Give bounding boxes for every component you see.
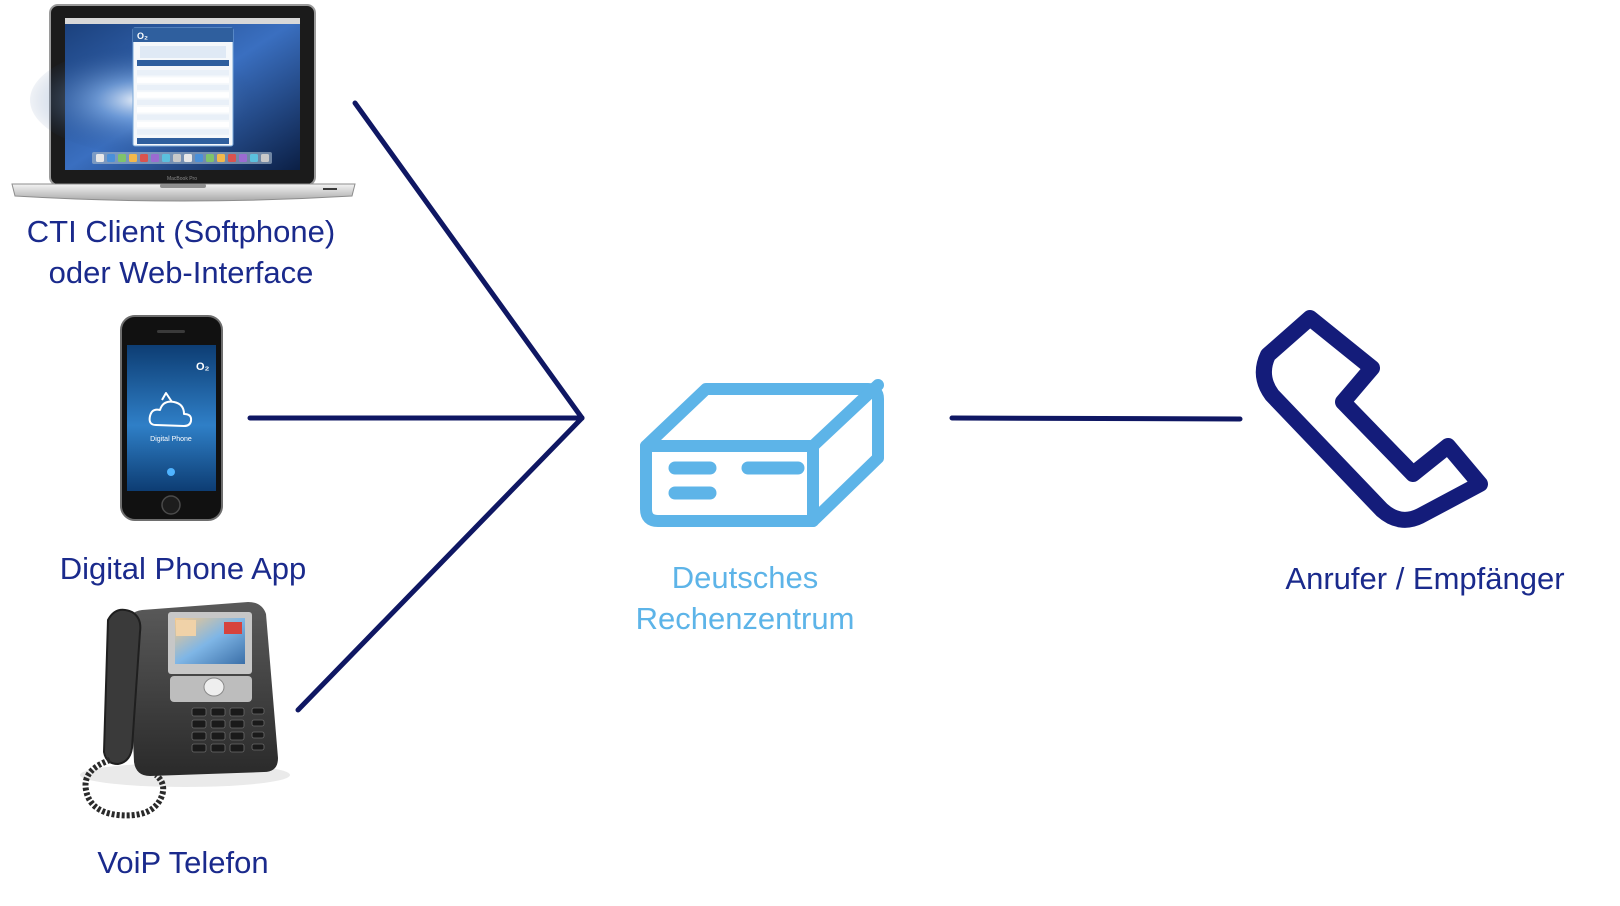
dock-app-icon: [184, 154, 192, 162]
dock-app-icon: [118, 154, 126, 162]
connector-lines: [247, 100, 1243, 713]
laptop-brand: MacBook Pro: [167, 176, 197, 182]
cti-list-row: [137, 99, 229, 106]
connector-voip: [295, 415, 585, 713]
voip-label-text: VoiP Telefon: [97, 845, 269, 880]
dock-app-icon: [173, 154, 181, 162]
server-icon: [640, 379, 884, 527]
cti-list-row: [137, 92, 229, 98]
cti-list-row: [137, 107, 229, 113]
caller-label-text: Anrufer / Empfänger: [1285, 561, 1565, 596]
dock-app-icon: [96, 154, 104, 162]
keypad: [191, 707, 265, 753]
dock-icons: [96, 154, 269, 162]
keypad-key: [210, 719, 226, 729]
function-key: [251, 731, 265, 739]
dock-app-icon: [151, 154, 159, 162]
keypad-key: [210, 743, 226, 753]
datacenter-label: Deutsches Rechenzentrum: [595, 557, 895, 639]
caller-label: Anrufer / Empfänger: [1230, 558, 1620, 599]
phone-app-label: Digital Phone App: [0, 548, 366, 589]
laptop-label-line2: oder Web-Interface: [48, 255, 314, 290]
connector-datacenter-caller: [949, 415, 1243, 422]
dock-app-icon: [250, 154, 258, 162]
voip-label: VoiP Telefon: [0, 842, 366, 883]
keypad-key: [210, 731, 226, 741]
dock-app-icon: [261, 154, 269, 162]
keypad-key: [191, 719, 207, 729]
dock-app-icon: [107, 154, 115, 162]
dock-app-icon: [162, 154, 170, 162]
keypad-key: [191, 707, 207, 717]
dock-app-icon: [195, 154, 203, 162]
function-key: [251, 719, 265, 727]
laptop-o2-logo: O₂: [137, 31, 148, 41]
desk-phone-icon: [80, 602, 290, 819]
cloud-phone-icon: [148, 392, 193, 427]
cti-app-window: O₂: [132, 27, 234, 147]
datacenter-label-line1: Deutsches: [671, 560, 819, 595]
dock-app-icon: [228, 154, 236, 162]
cti-list-row: [137, 114, 229, 120]
cti-list-row: [137, 77, 229, 83]
cti-list-row: [137, 84, 229, 91]
connector-laptop: [352, 100, 585, 421]
phone-handset-icon: [1255, 310, 1488, 528]
dock-app-icon: [217, 154, 225, 162]
function-key: [251, 743, 265, 751]
laptop-label: CTI Client (Softphone) oder Web-Interfac…: [0, 211, 362, 293]
phone-app-caption: Digital Phone: [150, 436, 192, 443]
datacenter-label-line2: Rechenzentrum: [635, 601, 855, 636]
phone-app-label-text: Digital Phone App: [59, 551, 307, 586]
cti-list-row: [137, 121, 229, 128]
cti-list-row: [137, 70, 229, 76]
laptop-icon: O₂ MacBook Pro: [11, 4, 356, 202]
laptop-label-line1: CTI Client (Softphone): [26, 214, 336, 249]
keypad-key: [191, 731, 207, 741]
keypad-key: [191, 743, 207, 753]
smartphone-icon: O₂ Digital Phone: [120, 315, 223, 521]
dock-app-icon: [140, 154, 148, 162]
dock-app-icon: [239, 154, 247, 162]
function-key: [251, 707, 265, 715]
dock-app-icon: [206, 154, 214, 162]
dock-app-icon: [129, 154, 137, 162]
cti-list-row: [137, 129, 229, 135]
phone-o2-logo: O₂: [196, 361, 210, 373]
cti-list: [137, 70, 229, 135]
keypad-key: [229, 743, 245, 753]
keypad-key: [210, 707, 226, 717]
keypad-key: [229, 707, 245, 717]
keypad-key: [229, 719, 245, 729]
keypad-key: [229, 731, 245, 741]
